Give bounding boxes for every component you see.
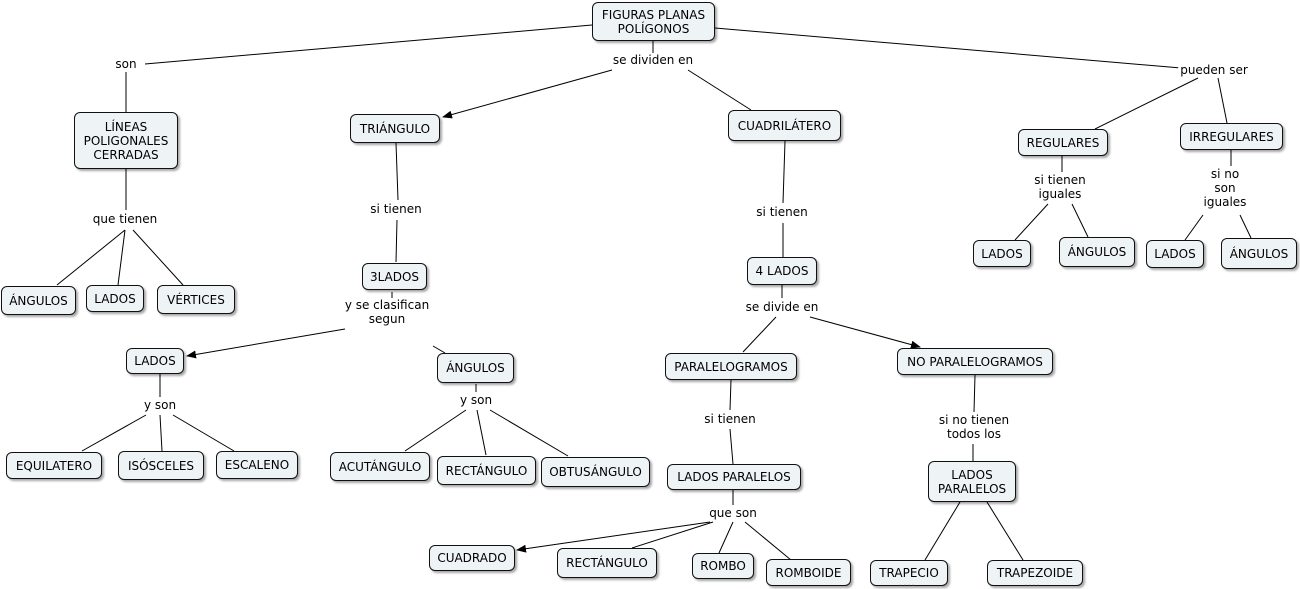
link-que-son: que son (707, 506, 759, 520)
node-angulos-triangulo[interactable]: ÁNGULOS (437, 353, 514, 383)
link-y-son-2: y son (457, 393, 495, 407)
link-son: son (113, 57, 139, 71)
connector (1094, 77, 1199, 130)
link-si-no-tienen-todos-los: si no tienen todos los (936, 413, 1012, 441)
node-irregulares[interactable]: IRREGULARES (1180, 123, 1283, 150)
connector (132, 229, 184, 286)
connector (144, 24, 593, 65)
connector (404, 409, 467, 452)
connector (742, 316, 777, 353)
collapsed-indicator: ···· (899, 581, 916, 589)
node-isosceles[interactable]: ISÓSCELES (118, 451, 204, 480)
node-rombo[interactable]: ROMBO (692, 553, 754, 579)
link-si-tienen-3: si tienen (702, 412, 758, 426)
link-y-son-1: y son (141, 398, 179, 412)
connector (516, 521, 711, 553)
connector (1184, 214, 1204, 241)
node-lados-paralelos-2[interactable]: LADOS PARALELOS (928, 461, 1016, 502)
connector (1217, 77, 1228, 124)
link-se-dividen-en: se dividen en (610, 53, 696, 67)
link-si-tienen-iguales: si tienen iguales (1032, 173, 1088, 201)
node-angulos-left[interactable]: ÁNGULOS (1, 286, 76, 315)
connector (117, 229, 126, 286)
connector (924, 501, 961, 561)
node-no-paralelogramos[interactable]: NO PARALELOGRAMOS (897, 348, 1053, 375)
connector (395, 219, 398, 263)
node-triangulo[interactable]: TRIÁNGULO (350, 114, 440, 143)
link-y-se-clasifican-segun: y se clasifican segun (342, 298, 432, 326)
connector (718, 521, 734, 554)
node-romboide[interactable]: ROMBOIDE (766, 559, 851, 586)
node-lados-regulares[interactable]: LADOS (973, 240, 1031, 267)
connector (687, 69, 752, 111)
node-rectangulo-cuadrilatero[interactable]: RECTÁNGULO (557, 548, 657, 578)
node-regulares[interactable]: REGULARES (1018, 129, 1108, 156)
connector (476, 409, 487, 456)
node-lineas-poligonales-cerradas[interactable]: LÍNEAS POLIGONALES CERRADAS (74, 112, 178, 169)
connector (729, 379, 732, 411)
node-4lados[interactable]: 4 LADOS (747, 257, 817, 285)
connector (1239, 214, 1252, 239)
node-3lados[interactable]: 3LADOS (362, 263, 427, 290)
connector (631, 521, 714, 549)
connector (744, 521, 792, 561)
link-que-tienen: que tienen (90, 212, 160, 226)
connector (172, 414, 235, 452)
connector (432, 345, 446, 354)
node-angulos-irregulares[interactable]: ÁNGULOS (1221, 238, 1297, 269)
node-figuras-planas-poligonos[interactable]: FIGURAS PLANAS POLÍGONOS (592, 2, 715, 41)
link-se-divide-en: se divide en (743, 300, 821, 314)
connector (782, 140, 786, 204)
connector (442, 69, 613, 119)
link-si-no-son-iguales: si no son iguales (1201, 167, 1249, 209)
node-vertices[interactable]: VÉRTICES (157, 285, 235, 314)
connector (81, 414, 147, 452)
node-equilatero[interactable]: EQUILATERO (6, 452, 102, 479)
node-rectangulo-triangulo[interactable]: RECTÁNGULO (437, 456, 536, 485)
node-lados-irregulares[interactable]: LADOS (1146, 240, 1204, 268)
link-pueden-ser: pueden ser (1178, 63, 1250, 77)
node-lados-paralelos-1[interactable]: LADOS PARALELOS (667, 464, 801, 490)
connector (729, 428, 734, 465)
link-si-tienen-2: si tienen (754, 205, 810, 219)
connector (809, 316, 921, 349)
connector (973, 374, 976, 413)
collapsed-indicator: ···· (1024, 581, 1041, 589)
node-paralelogramos[interactable]: PARALELOGRAMOS (665, 353, 797, 380)
node-cuadrado[interactable]: CUADRADO (429, 545, 515, 571)
connector (56, 229, 126, 286)
connector (159, 414, 163, 452)
connector (489, 409, 569, 457)
node-lados-triangulo[interactable]: LADOS (126, 348, 184, 374)
connector (1014, 203, 1049, 241)
node-obtusangulo[interactable]: OBTUSÁNGULO (541, 457, 650, 487)
connector (186, 328, 346, 359)
connector (986, 501, 1024, 561)
connector (1071, 203, 1089, 238)
node-lados-left[interactable]: LADOS (86, 285, 144, 312)
connector (395, 142, 399, 201)
connector (714, 27, 1182, 69)
node-angulos-regulares[interactable]: ÁNGULOS (1059, 237, 1135, 267)
node-escaleno[interactable]: ESCALENO (216, 451, 298, 479)
node-cuadrilatero[interactable]: CUADRILÁTERO (728, 110, 841, 141)
node-acutangulo[interactable]: ACUTÁNGULO (330, 452, 430, 481)
link-si-tienen-1: si tienen (368, 202, 424, 216)
node-trapezoide[interactable]: TRAPEZOIDE (987, 560, 1083, 586)
node-trapecio[interactable]: TRAPECIO (870, 560, 948, 586)
